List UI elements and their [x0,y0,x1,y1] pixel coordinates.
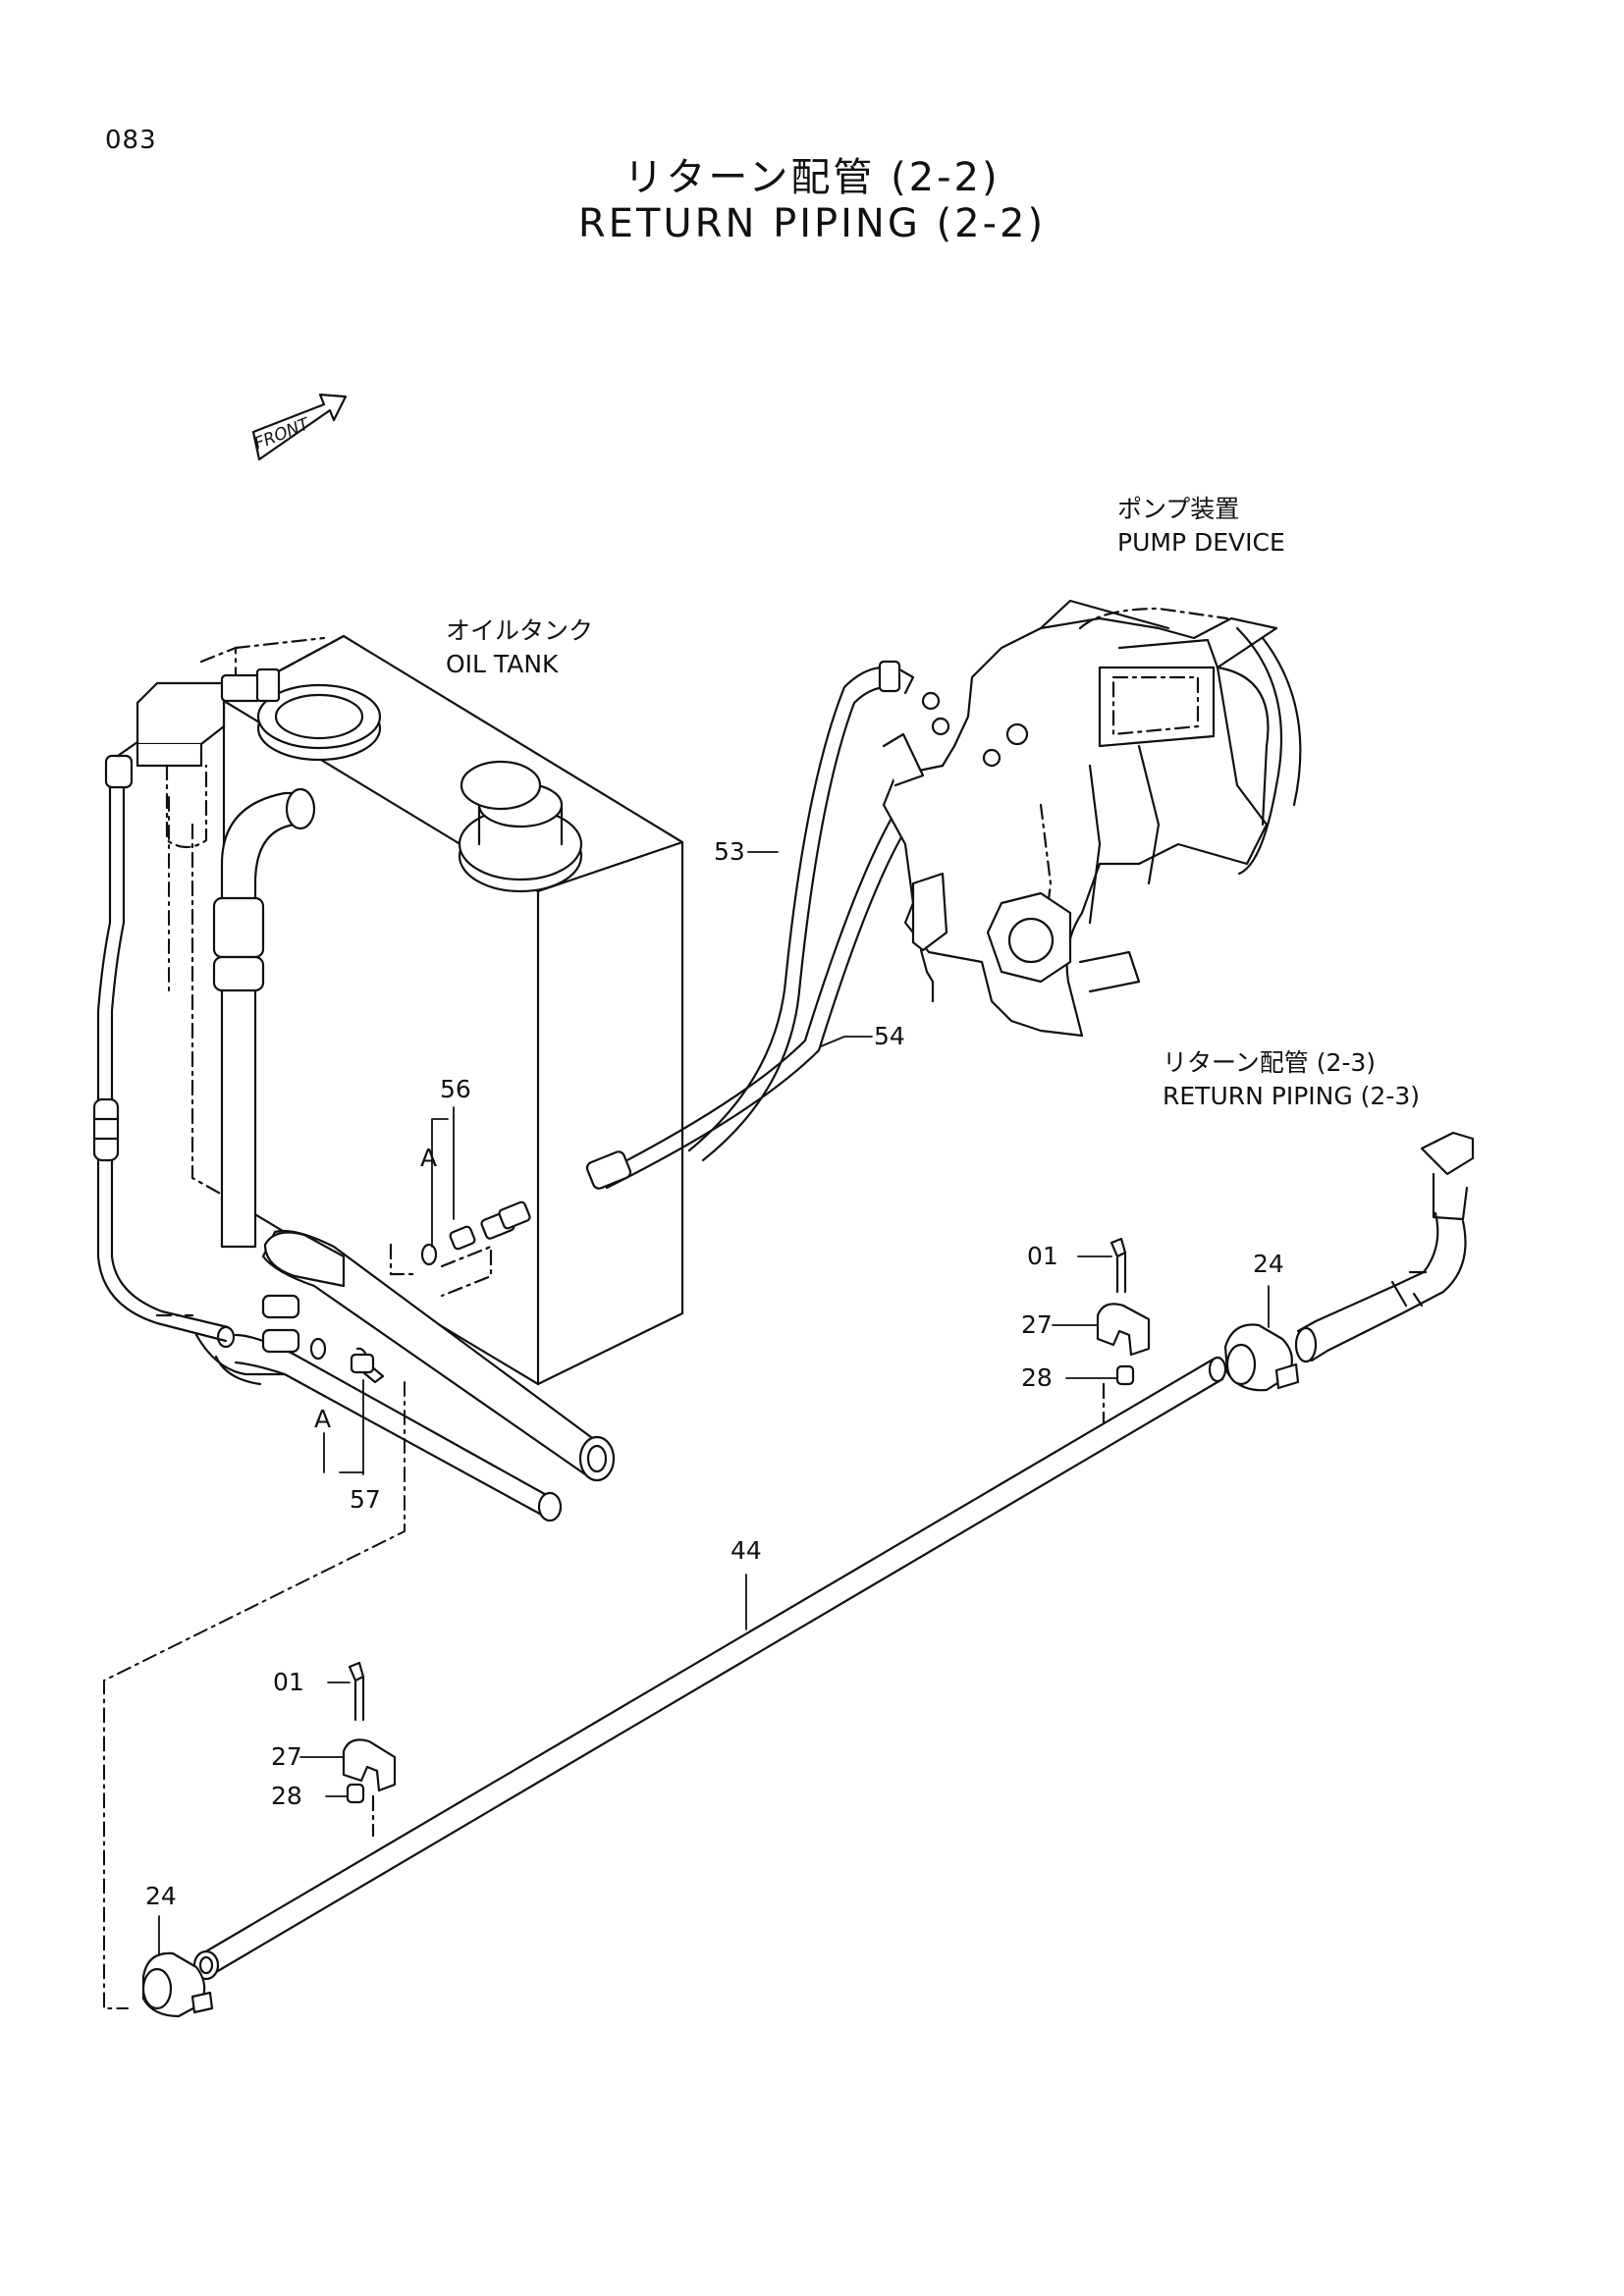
callout-01-right: 01 [1027,1242,1058,1270]
ref-piping-label-jp: リターン配管 (2-3) [1163,1048,1377,1077]
callout-44: 44 [731,1536,762,1565]
oil-tank [190,634,684,1522]
title-japanese: リターン配管 (2-2) [623,155,1001,200]
clamp-24-right [1223,1323,1300,1392]
front-arrow-icon: FRONT [251,393,348,461]
leader-lines [158,851,1270,1956]
callout-56: 56 [440,1075,471,1103]
pump-device-label-jp: ポンプ装置 [1117,495,1240,523]
phantom-line [103,1381,406,2009]
oil-tank-label-en: OIL TANK [446,650,559,678]
callout-24-right: 24 [1253,1250,1284,1278]
tube-44 [192,1356,1227,1981]
callout-53: 53 [714,837,745,866]
callout-01-left: 01 [273,1668,304,1696]
callout-57: 57 [350,1485,381,1514]
clamp-24-left [141,1951,214,2018]
callout-54: 54 [874,1022,905,1050]
tank-fittings [309,1150,632,1384]
callout-27-left: 27 [271,1742,302,1771]
filter-assembly [135,636,326,849]
pump-device [882,599,1302,1038]
clip-stack-right [1096,1237,1151,1425]
ref-piping-label-en: RETURN PIPING (2-3) [1163,1082,1421,1110]
page-number: 083 [105,126,157,155]
oil-tank-label-jp: オイルタンク [446,616,594,645]
callout-a-upper: A [420,1144,438,1172]
pump-device-label-en: PUMP DEVICE [1117,528,1285,557]
callout-24-left: 24 [145,1882,177,1910]
callout-a-lower: A [314,1405,332,1433]
callout-28-right: 28 [1021,1363,1053,1392]
callout-28-left: 28 [271,1782,302,1810]
callout-27-right: 27 [1021,1310,1053,1339]
left-hose [92,740,230,1343]
right-elbow-hose [1294,1131,1475,1363]
clip-stack-left [342,1661,397,1838]
title-english: RETURN PIPING (2-2) [577,201,1047,246]
